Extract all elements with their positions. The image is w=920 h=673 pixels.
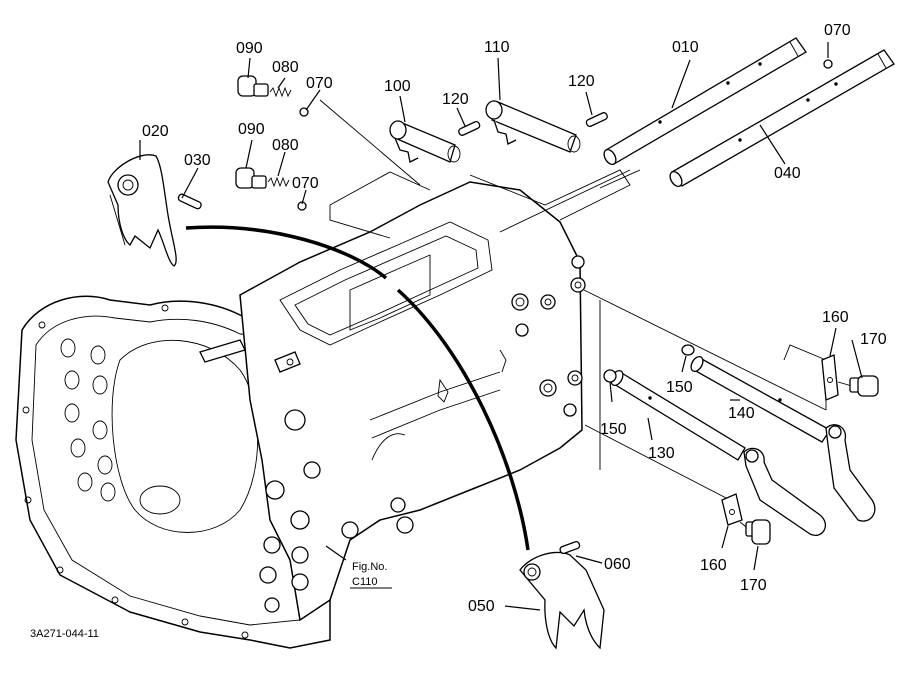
shaft-140	[690, 355, 831, 443]
label-070-upper: 070	[306, 75, 333, 92]
label-120-left: 120	[442, 91, 469, 108]
label-150-upper: 150	[666, 379, 693, 396]
label-110: 110	[484, 39, 510, 56]
lower-bosses	[259, 409, 414, 613]
label-090-lower: 090	[238, 121, 265, 138]
label-120-right: 120	[568, 73, 595, 90]
label-090-upper: 090	[236, 40, 263, 57]
label-080-lower: 080	[272, 137, 299, 154]
bolt-170-upper	[837, 375, 879, 397]
shifter-110	[485, 100, 581, 153]
ball-070-top	[823, 59, 833, 69]
shift-lever-right	[825, 424, 876, 522]
pin-120-right	[585, 112, 608, 128]
bolt-170-lower	[739, 519, 771, 545]
label-160-upper: 160	[822, 309, 849, 326]
figure-ref-line1: Fig.No.	[352, 561, 387, 573]
part-labels: 010 020 030 040 050 060 070 070 070 080 …	[30, 22, 887, 640]
shift-shaft-010	[603, 37, 807, 166]
label-080-upper: 080	[272, 59, 299, 76]
o-ring-150-upper	[681, 344, 695, 356]
o-ring-150-lower	[603, 369, 617, 383]
pin-120-left	[458, 120, 481, 136]
label-060: 060	[604, 556, 631, 573]
label-010: 010	[672, 39, 699, 56]
label-170-upper: 170	[860, 331, 887, 348]
case-bosses	[511, 255, 586, 417]
shift-shaft-040	[669, 49, 895, 188]
shifter-100	[389, 120, 461, 163]
label-140: 140	[728, 405, 755, 422]
shift-lever-lower	[743, 447, 826, 536]
figure-ref-line2: C110	[352, 576, 377, 588]
label-070-lower: 070	[292, 175, 319, 192]
leader-lines	[139, 42, 863, 611]
label-040: 040	[774, 165, 801, 182]
drawing-code: 3A271-044-11	[30, 628, 99, 640]
label-100: 100	[384, 78, 411, 95]
label-070-top: 070	[824, 22, 851, 39]
label-130: 130	[648, 445, 675, 462]
shift-fork-050	[519, 551, 605, 650]
assembly-arrow-020	[185, 225, 388, 280]
label-160-lower: 160	[700, 557, 727, 574]
housing-openings	[60, 338, 116, 502]
label-030: 030	[184, 152, 211, 169]
shift-fork-020	[107, 154, 177, 267]
label-170-lower: 170	[740, 577, 767, 594]
transmission-case	[15, 181, 586, 649]
assembly-arrow-050	[396, 288, 530, 551]
plug-090-lower	[235, 167, 307, 211]
label-020: 020	[142, 123, 169, 140]
pin-030	[177, 193, 202, 210]
label-150-lower: 150	[600, 421, 627, 438]
plug-090-upper	[237, 75, 309, 117]
shaft-130	[610, 369, 746, 461]
flange-bolt-holes	[22, 304, 249, 639]
label-050: 050	[468, 598, 495, 615]
pin-060	[559, 541, 581, 555]
